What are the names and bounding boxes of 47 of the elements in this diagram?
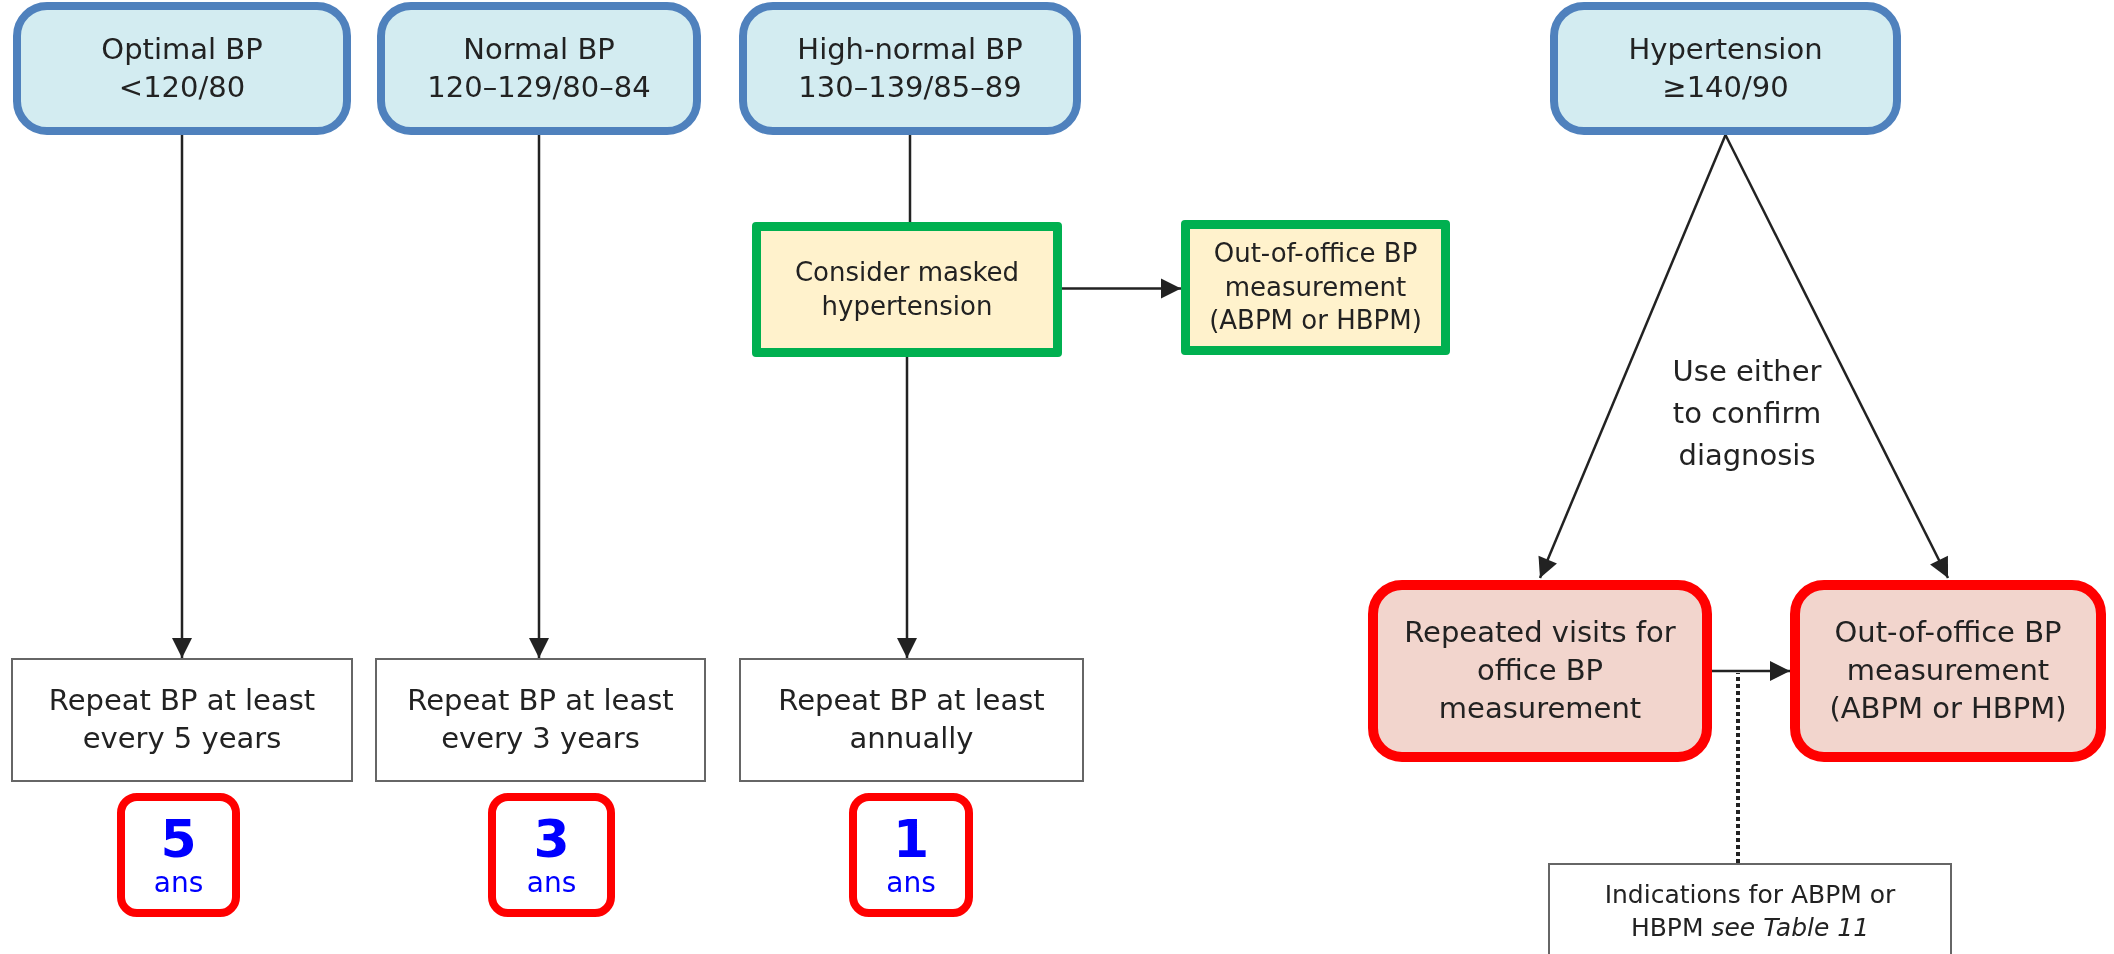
- node-text: 120–129/80–84: [427, 68, 651, 106]
- node-text: Consider masked hypertension: [793, 255, 1021, 323]
- arrow: [897, 357, 917, 658]
- leader-line: [1736, 673, 1740, 863]
- category-box: [739, 2, 1081, 135]
- result-box: [375, 658, 706, 782]
- node-text: Out-of-office BP measurement (ABPM or HBPM): [1208, 236, 1423, 338]
- node-text: Optimal BP: [101, 30, 263, 68]
- arrow: [1712, 661, 1790, 681]
- node-text: 130–139/85–89: [798, 68, 1022, 106]
- node-text: ans: [526, 868, 577, 899]
- node-text: ≥140/90: [1662, 68, 1789, 106]
- node-text: Repeated visits for office BP measurement: [1403, 614, 1677, 727]
- category-box: [1550, 2, 1901, 135]
- result-box: [11, 658, 353, 782]
- node-text: Repeat BP at least every 3 years: [406, 682, 675, 757]
- node-text: <120/80: [118, 68, 246, 106]
- category-box: [377, 2, 701, 135]
- node-text: Indications for ABPM or HBPM see Table 11: [1603, 879, 1897, 944]
- interval-badge: [849, 793, 973, 917]
- process-box: [752, 222, 1062, 357]
- arrow: [529, 135, 549, 658]
- node-text: ans: [153, 868, 204, 899]
- node-text: Normal BP: [463, 30, 615, 68]
- arrow: [1724, 134, 1950, 579]
- node-text: Repeat BP at least annually: [777, 682, 1046, 757]
- node-text: 1: [892, 811, 930, 869]
- edge-note: Use either to confirm diagnosis: [1671, 353, 1823, 475]
- node-text: ans: [886, 868, 936, 899]
- node-text: 5: [160, 811, 197, 869]
- note-box: [1548, 863, 1952, 954]
- connector-line: [908, 135, 912, 222]
- node-text: Repeat BP at least every 5 years: [47, 682, 317, 757]
- node-text: Hypertension: [1628, 30, 1823, 68]
- category-box: [13, 2, 351, 135]
- node-text: 3: [533, 811, 570, 869]
- interval-badge: [488, 793, 615, 917]
- process-box: [1181, 220, 1450, 355]
- result-box: [739, 658, 1084, 782]
- interval-badge: [117, 793, 240, 917]
- arrow: [1062, 278, 1181, 299]
- process-box: [1368, 580, 1712, 762]
- process-box: [1790, 580, 2106, 762]
- node-text: High-normal BP: [797, 30, 1023, 68]
- arrow: [172, 135, 192, 658]
- arrow: [1538, 134, 1727, 579]
- node-text: Out-of-office BP measurement (ABPM or HBPM): [1828, 614, 2068, 727]
